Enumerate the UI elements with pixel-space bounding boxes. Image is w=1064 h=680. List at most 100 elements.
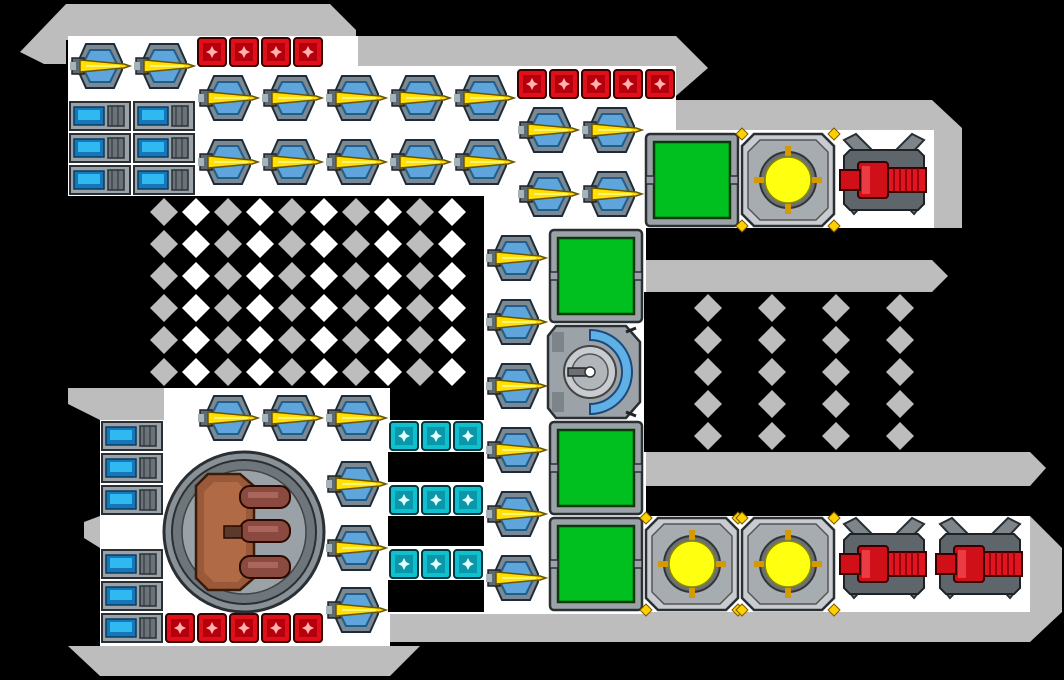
battery-block[interactable] — [69, 101, 131, 131]
cargo-container-block[interactable] — [548, 516, 644, 612]
truss-node — [342, 358, 370, 386]
truss-gap — [246, 198, 274, 226]
armor-block-cyan[interactable] — [453, 421, 483, 451]
truss-gap — [182, 326, 210, 354]
truss-gap — [182, 262, 210, 290]
truss-node — [694, 390, 722, 418]
armor-block-red[interactable] — [197, 613, 227, 643]
truss-node — [342, 294, 370, 322]
truss-gap — [374, 198, 402, 226]
truss-gap — [438, 358, 466, 386]
truss-gap — [182, 230, 210, 258]
truss-node — [406, 198, 434, 226]
armor-block-cyan[interactable] — [389, 549, 419, 579]
truss-gap — [310, 198, 338, 226]
truss-node — [822, 326, 850, 354]
truss-node — [214, 358, 242, 386]
truss-node — [214, 230, 242, 258]
truss-node — [214, 326, 242, 354]
truss-node — [342, 230, 370, 258]
armor-block-red[interactable] — [229, 613, 259, 643]
truss-node — [214, 198, 242, 226]
truss-gap — [438, 262, 466, 290]
armor-block-cyan[interactable] — [453, 549, 483, 579]
armor-block-cyan[interactable] — [389, 485, 419, 515]
truss-gap — [374, 294, 402, 322]
truss-node — [278, 294, 306, 322]
truss-node — [758, 358, 786, 386]
truss-node — [886, 326, 914, 354]
battery-block[interactable] — [133, 165, 195, 195]
armor-block-red[interactable] — [645, 69, 675, 99]
truss-node — [150, 358, 178, 386]
battery-block[interactable] — [101, 453, 163, 483]
armor-block-cyan[interactable] — [389, 421, 419, 451]
armor-block-red[interactable] — [229, 37, 259, 67]
truss-gap — [182, 358, 210, 386]
battery-block[interactable] — [101, 421, 163, 451]
battery-block[interactable] — [101, 613, 163, 643]
interior-gaps — [388, 452, 484, 612]
armor-block-red[interactable] — [613, 69, 643, 99]
armor-block-red[interactable] — [197, 37, 227, 67]
shield-generator-block[interactable] — [546, 324, 642, 420]
truss-gap — [438, 230, 466, 258]
truss-node — [150, 262, 178, 290]
armor-block-red[interactable] — [581, 69, 611, 99]
armor-block-red[interactable] — [261, 613, 291, 643]
cargo-container-block[interactable] — [548, 420, 644, 516]
truss-lattice — [150, 196, 934, 452]
truss-gap — [246, 358, 274, 386]
truss-node — [694, 294, 722, 322]
truss-node — [150, 294, 178, 322]
truss-node — [406, 326, 434, 354]
truss-node — [150, 326, 178, 354]
reactor-block[interactable] — [638, 510, 746, 618]
truss-node — [822, 390, 850, 418]
armor-block-red[interactable] — [517, 69, 547, 99]
armor-block-cyan[interactable] — [421, 485, 451, 515]
truss-node — [758, 294, 786, 322]
truss-node — [886, 390, 914, 418]
armor-block-cyan[interactable] — [421, 549, 451, 579]
truss-node — [278, 358, 306, 386]
truss-gap — [310, 326, 338, 354]
battery-block[interactable] — [101, 549, 163, 579]
cargo-container-block[interactable] — [644, 132, 740, 228]
reactor-block[interactable] — [734, 510, 842, 618]
truss-gap — [310, 262, 338, 290]
battery-block[interactable] — [69, 165, 131, 195]
truss-gap — [182, 294, 210, 322]
cargo-container-block[interactable] — [548, 228, 644, 324]
battery-block[interactable] — [133, 101, 195, 131]
armor-block-cyan[interactable] — [453, 485, 483, 515]
truss-node — [886, 358, 914, 386]
truss-node — [406, 294, 434, 322]
armor-block-red[interactable] — [549, 69, 579, 99]
turret-block[interactable] — [162, 450, 326, 614]
battery-block[interactable] — [101, 581, 163, 611]
armor-block-cyan[interactable] — [421, 421, 451, 451]
truss-gap — [310, 358, 338, 386]
truss-gap — [246, 262, 274, 290]
armor-block-red[interactable] — [293, 613, 323, 643]
truss-node — [342, 198, 370, 226]
truss-node — [886, 294, 914, 322]
truss-node — [758, 326, 786, 354]
armor-block-red[interactable] — [165, 613, 195, 643]
truss-node — [822, 358, 850, 386]
battery-block[interactable] — [69, 133, 131, 163]
battery-block[interactable] — [101, 485, 163, 515]
battery-block[interactable] — [133, 133, 195, 163]
truss-node — [406, 262, 434, 290]
truss-node — [694, 422, 722, 450]
truss-gap — [246, 230, 274, 258]
truss-node — [886, 422, 914, 450]
armor-block-red[interactable] — [261, 37, 291, 67]
truss-node — [758, 390, 786, 418]
truss-gap — [438, 294, 466, 322]
armor-block-red[interactable] — [293, 37, 323, 67]
truss-node — [278, 198, 306, 226]
reactor-block[interactable] — [734, 126, 842, 234]
